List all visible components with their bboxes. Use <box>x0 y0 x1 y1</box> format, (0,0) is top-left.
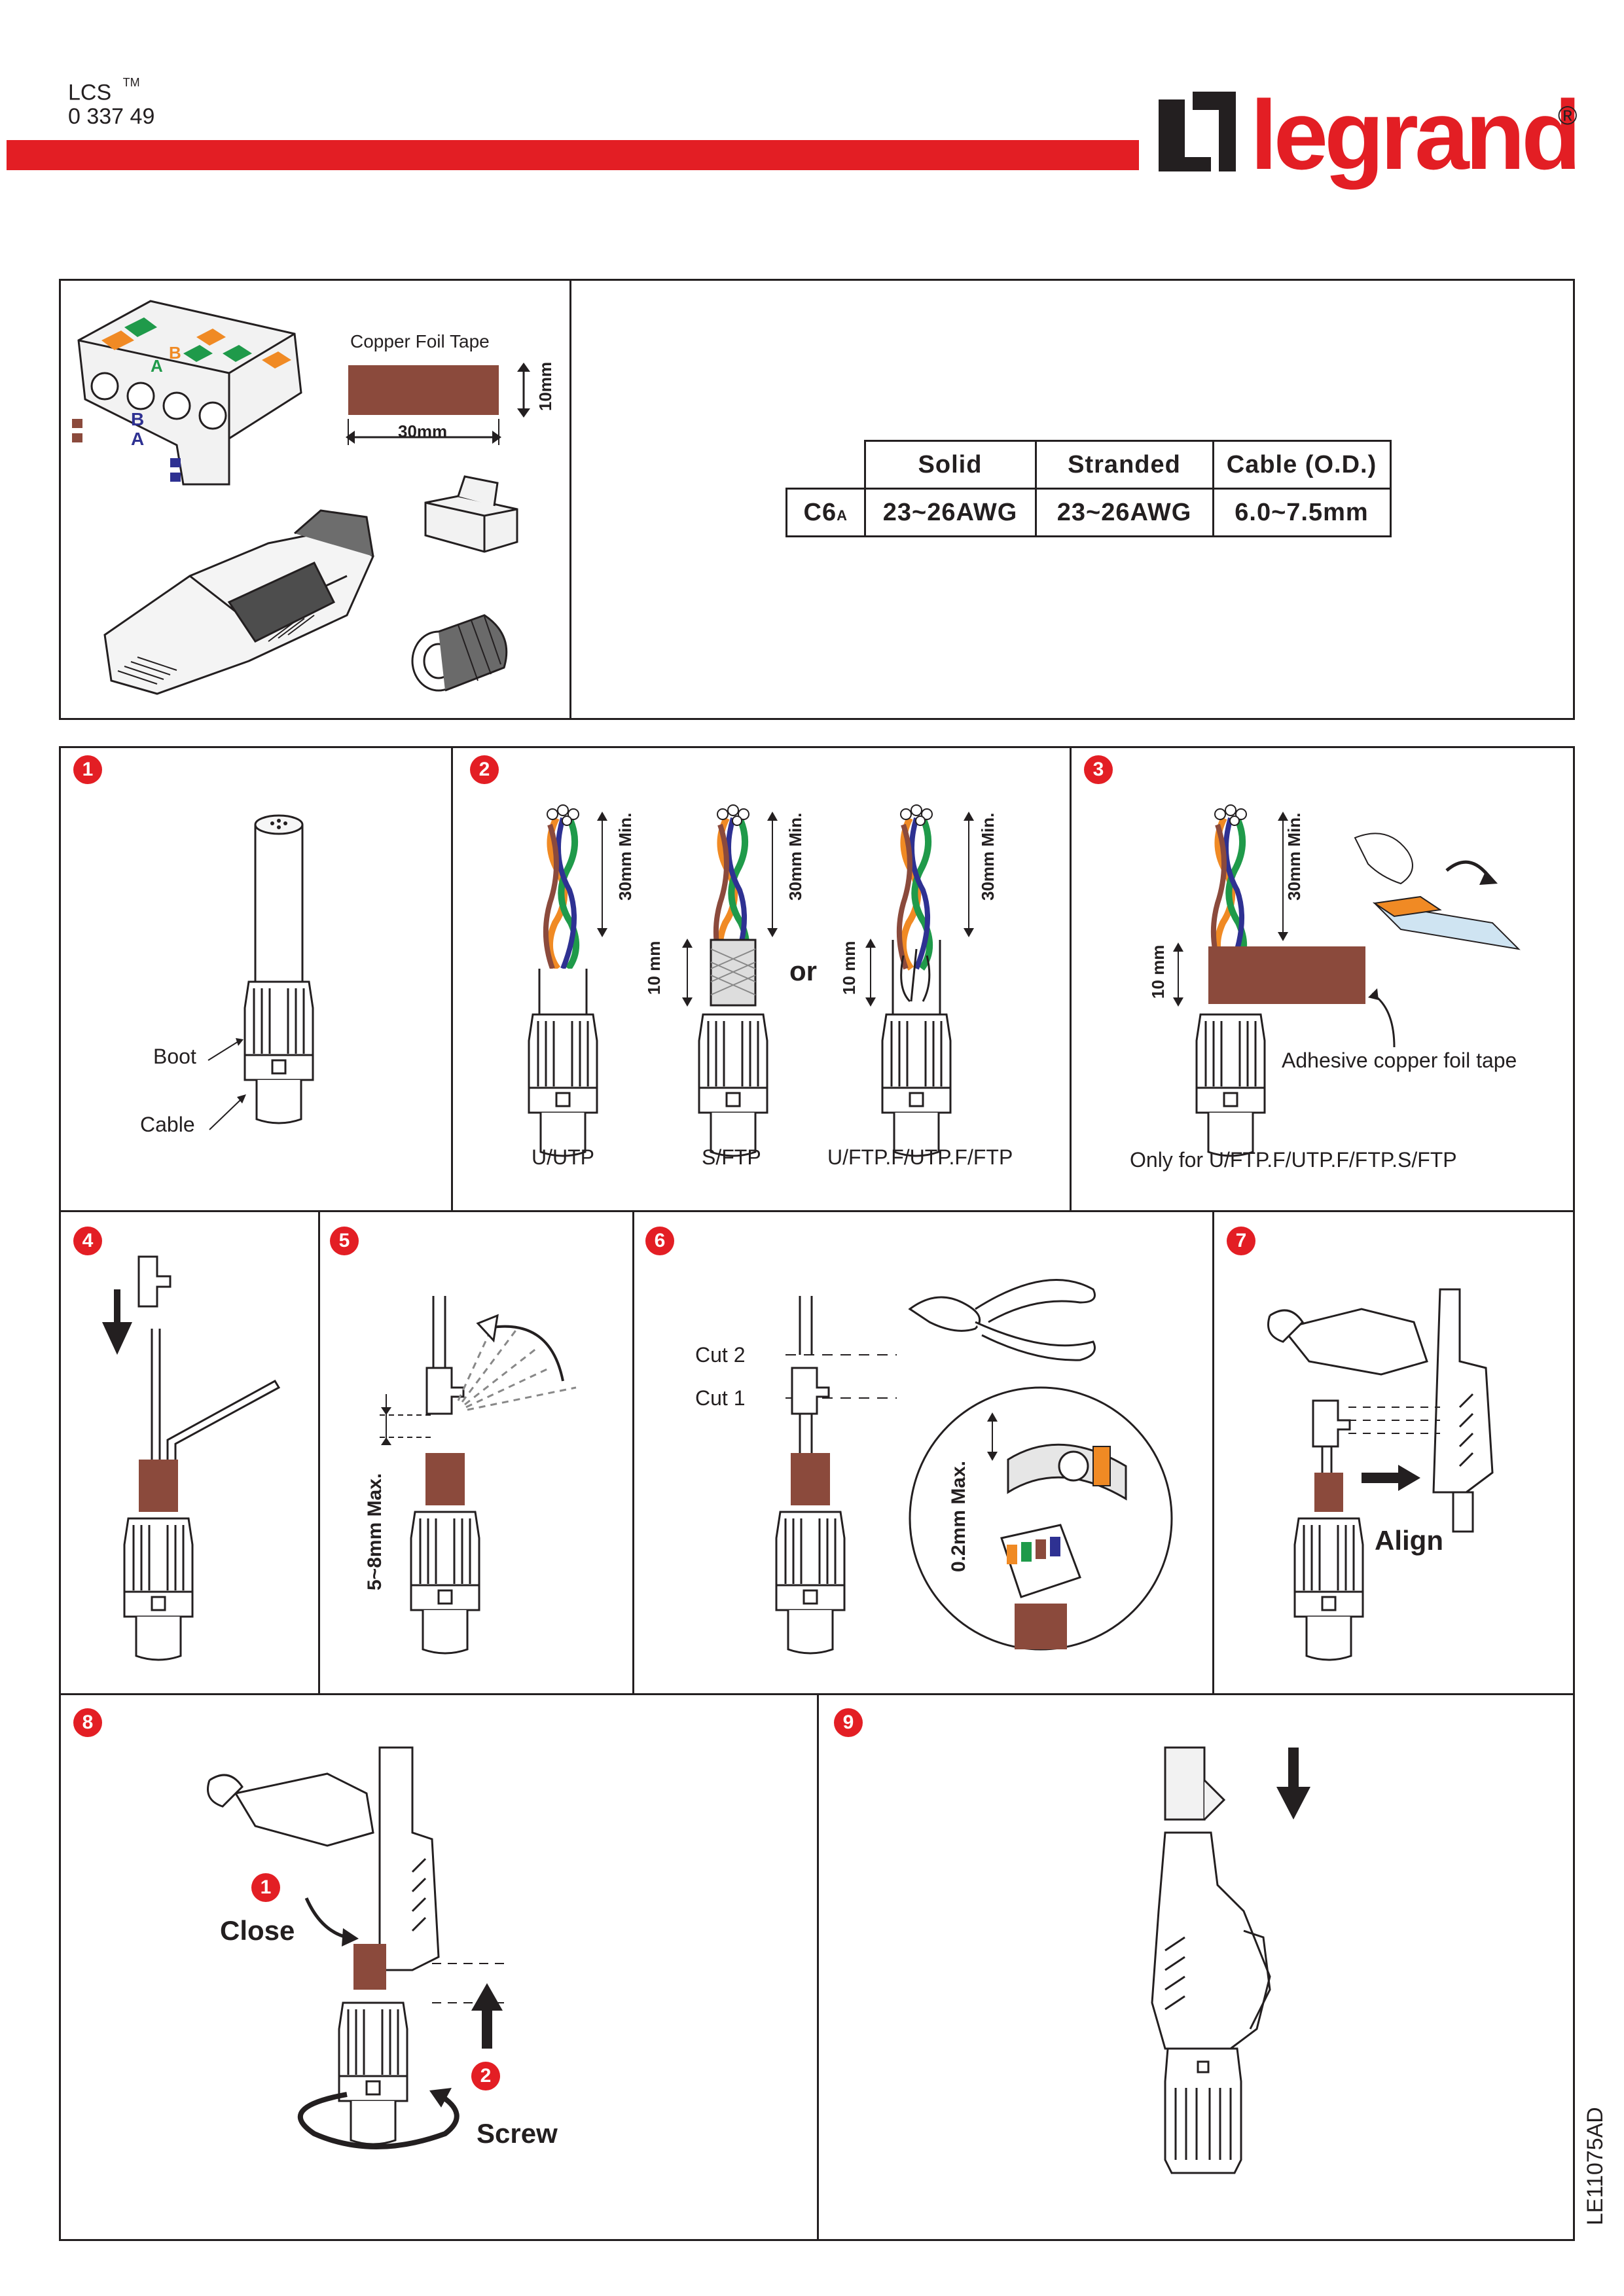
foil-title: Copper Foil Tape <box>350 331 490 351</box>
step-1-cable-label: Cable <box>140 1113 195 1136</box>
step-5-dim: 5~8mm Max. <box>364 1473 386 1590</box>
cable-spec-table: Solid Stranded Cable (O.D.) C6A 23~26AWG… <box>785 440 1392 537</box>
trademark: TM <box>122 76 140 89</box>
step-3-tape-label: Adhesive copper foil tape <box>1282 1049 1517 1072</box>
col-divider-r1a <box>451 746 453 1211</box>
step-8-sub-2: 2 <box>471 2062 500 2090</box>
step-3-cable <box>1173 805 1365 1157</box>
step-7-number: 7 <box>1227 1227 1255 1255</box>
step-8-screw: Screw <box>477 2118 558 2149</box>
legrand-logo-mark: legrand ® <box>1159 80 1581 190</box>
foil-width-label: 30mm <box>398 422 448 441</box>
boot-nut-illustration <box>411 614 508 692</box>
step-1-boot-label: Boot <box>153 1045 196 1068</box>
step-9-illustration <box>1151 1746 1310 2174</box>
brand-line: LCS TM <box>68 76 140 105</box>
step-3-number: 3 <box>1084 755 1113 784</box>
step-2-or: or <box>789 956 817 986</box>
step-6-cutter-illustration <box>908 1279 1096 1361</box>
svg-text:B: B <box>169 343 181 363</box>
rj45-plug-illustration <box>103 509 374 695</box>
step-2-label-sftp: S/FTP <box>702 1145 761 1169</box>
step-5-illustration <box>380 1296 577 1655</box>
step-2-label-ftp: U/FTP.F/UTP.F/FTP <box>827 1145 1013 1169</box>
spec-row-label: C6A <box>785 488 866 537</box>
spec-header-od: Cable (O.D.) <box>1212 440 1392 490</box>
step-3-tape-pointer <box>1368 988 1396 1048</box>
foil-height-label: 10mm <box>535 361 555 411</box>
step-2-utp-cable <box>528 805 607 1165</box>
col-divider-r2c <box>1212 1210 1214 1695</box>
header-red-bar <box>7 140 1139 170</box>
components-box <box>59 279 1575 720</box>
step-6-cut2: Cut 2 <box>695 1343 746 1367</box>
step-8-close: Close <box>220 1915 295 1946</box>
step-2-ftp-cable <box>865 805 974 1157</box>
step-1-cable <box>244 814 314 1124</box>
strain-clip-illustration <box>424 475 518 553</box>
spec-solid-value: 23~26AWG <box>863 488 1037 537</box>
svg-text:B: B <box>131 409 144 429</box>
step-6-number: 6 <box>645 1227 674 1255</box>
step-9-number: 9 <box>834 1708 863 1737</box>
foil-tape-swatch <box>348 365 499 415</box>
step-3-dim-30: 30mm Min. <box>1284 812 1304 901</box>
step-6-cut1: Cut 1 <box>695 1386 746 1410</box>
svg-text:®: ® <box>1558 101 1577 130</box>
step-2-sftp-cable <box>682 805 778 1157</box>
foil-dimension-arrows <box>346 363 530 445</box>
step-2-dim-10-b: 10 mm <box>839 941 859 995</box>
document-code: LE11075AD <box>1583 2107 1608 2225</box>
step-1-number: 1 <box>73 755 102 784</box>
step-8-illustration <box>207 1746 511 2149</box>
components-divider <box>569 279 571 720</box>
step-3-peel-tape-illustration <box>1354 833 1521 950</box>
col-divider-r3 <box>817 1693 819 2241</box>
col-divider-r1b <box>1070 746 1072 1211</box>
step-2-dim-30-a: 30mm Min. <box>615 812 635 901</box>
step-6-detail-magnifier <box>909 1386 1173 1651</box>
step-5-number: 5 <box>330 1227 359 1255</box>
col-divider-r2b <box>632 1210 634 1695</box>
step-8-sub-1: 1 <box>251 1873 280 1902</box>
step-2-dim-30-b: 30mm Min. <box>785 812 805 901</box>
step-7-illustration <box>1267 1288 1494 1661</box>
spec-header-stranded: Stranded <box>1034 440 1214 490</box>
step-2-number: 2 <box>470 755 499 784</box>
step-6-dim: 0.2mm Max. <box>948 1460 969 1572</box>
step-4-number: 4 <box>73 1227 102 1255</box>
step-3-dim-10: 10 mm <box>1148 944 1168 999</box>
row1-divider <box>59 1210 1575 1212</box>
spec-od-value: 6.0~7.5mm <box>1212 488 1392 537</box>
step-3-note: Only for U/FTP.F/UTP.F/FTP.S/FTP <box>1130 1148 1457 1172</box>
col-divider-r2a <box>318 1210 320 1695</box>
wire-insert-illustration: B A B A <box>72 300 302 486</box>
svg-text:A: A <box>131 429 144 449</box>
step-7-align: Align <box>1375 1525 1443 1556</box>
svg-text:A: A <box>151 356 163 376</box>
step-2-label-utp: U/UTP <box>532 1145 594 1169</box>
product-code: 0 337 49 <box>68 104 155 129</box>
step-2-dim-10-a: 10 mm <box>644 941 664 995</box>
spec-stranded-value: 23~26AWG <box>1034 488 1214 537</box>
step-1-leader-lines <box>208 1038 246 1130</box>
spec-header-solid: Solid <box>863 440 1037 490</box>
legrand-logo: legrand ® <box>1159 80 1597 203</box>
step-4-illustration <box>102 1255 281 1661</box>
svg-text:legrand: legrand <box>1250 80 1578 190</box>
step-2-dim-30-c: 30mm Min. <box>978 812 998 901</box>
step-8-number: 8 <box>73 1708 102 1737</box>
step-6-illustration <box>775 1296 897 1655</box>
